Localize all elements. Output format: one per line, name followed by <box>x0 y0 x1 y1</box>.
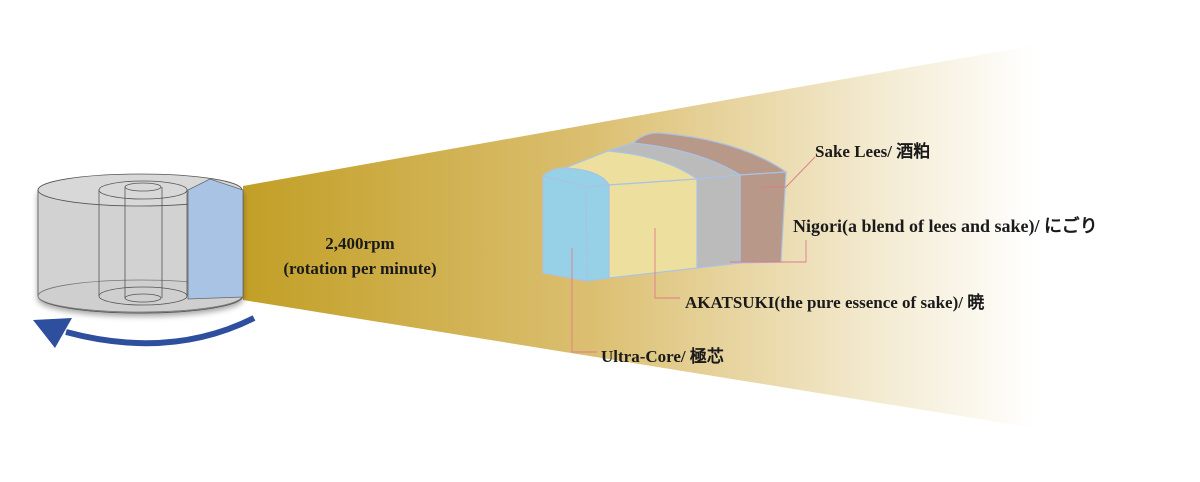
label-nigori: Nigori(a blend of lees and sake)/ にごり <box>793 216 1098 236</box>
label-ultra-core: Ultra-Core/ 極芯 <box>601 347 724 366</box>
arrowhead-icon <box>33 318 72 348</box>
layer-ultra-core <box>541 167 611 188</box>
layer-block <box>541 132 788 282</box>
label-akatsuki: AKATSUKI(the pure essence of sake)/ 暁 <box>685 293 985 312</box>
rotation-arrow-icon <box>65 315 256 347</box>
rpm-value: 2,400rpm <box>325 234 395 253</box>
leader-lines <box>571 156 816 353</box>
sample-slice <box>187 178 244 300</box>
rpm-unit: (rotation per minute) <box>283 259 437 278</box>
label-sake-lees: Sake Lees/ 酒粕 <box>815 142 931 161</box>
centrifuge-cylinder <box>37 173 244 314</box>
